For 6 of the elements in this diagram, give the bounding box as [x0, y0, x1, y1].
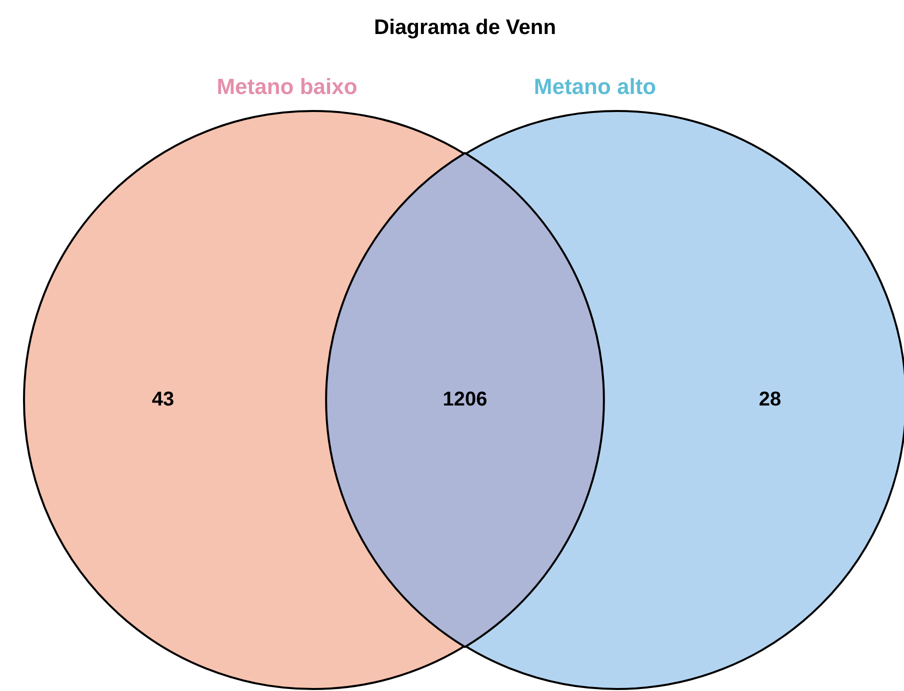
set-label: Metano baixo — [216, 74, 358, 100]
count-label: 1206 — [442, 388, 488, 412]
diagram-title: Diagrama de Venn — [374, 16, 556, 40]
count-label: 28 — [758, 388, 782, 412]
set-label: Metano alto — [534, 74, 656, 100]
count-label: 43 — [152, 388, 174, 412]
